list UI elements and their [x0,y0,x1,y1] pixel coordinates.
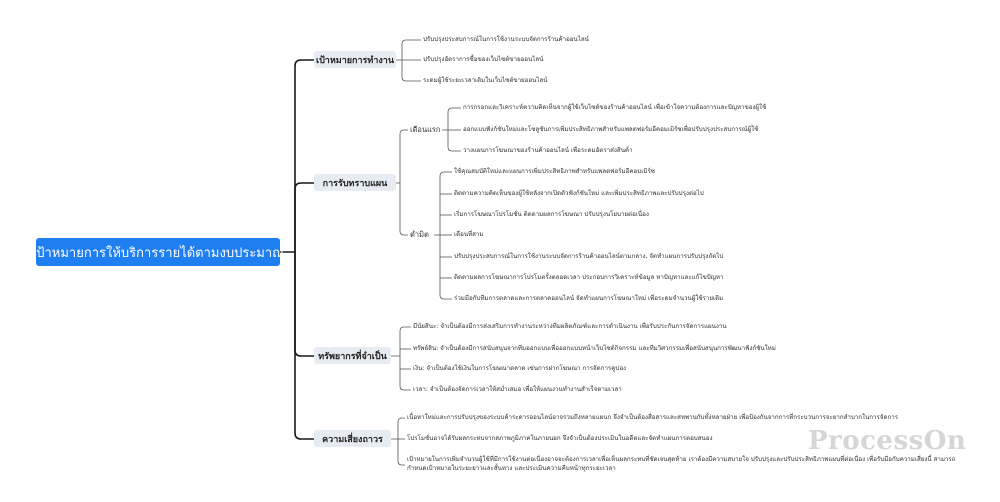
link-root-to-resources [294,252,314,357]
leaf-risk-2[interactable]: โปรโมชั่นอาจได้รับผลกระทบจากสภาพภูมิภาคใ… [407,435,713,442]
leaf-resource-1[interactable]: มีนัยสินะ: จำเป็นต้องมีการส่งเสริมการทำง… [413,323,727,330]
sub-first-month[interactable]: เดือนแรก [410,125,441,134]
leaf-later-7[interactable]: ร่วมมือกับทีมการตลาดและการตลาดออนไลน์ จั… [454,295,724,302]
link-root-to-risks [294,252,314,440]
branch-resources[interactable]: ทรัพยากรที่จำเป็น [314,347,391,364]
branch-work-goals[interactable]: เป้าหมายการทำงาน [314,51,396,68]
link-root-to-plan [294,182,314,252]
leaf-resource-3[interactable]: เงิน: จำเป็นต้องใช้เงินในการโฆษณาตลาด เช… [413,365,627,372]
leaf-later-2[interactable]: ติดตามความคิดเห็นของผู้ใช้หลังจากเปิดตัว… [454,190,704,197]
leaf-first-month-3[interactable]: วางแผนการโฆษณาของร้านค้าออนไลน์ เพื่อระด… [463,147,633,154]
leaf-later-6[interactable]: ติดตามผลการโฆษณาการโปรโมตรั้งตลอดเวลา ปร… [454,274,724,281]
branch-plan[interactable]: การรับทราบแผน [314,174,396,191]
leaf-resource-2[interactable]: ทรัพย์สิน: จำเป็นต้องมีการสนับสนุนจากทีม… [413,345,776,352]
leaf-later-3[interactable]: เริ่มการโฆษณาโปรโมชั่น ติดตามผลการโฆษณา … [454,211,649,218]
leaf-later-1[interactable]: ใช้คุณสมบัติใหม่และแผนการเพิ่มประสิทธิภา… [454,168,656,175]
sub-later[interactable]: ต่ำมิต [410,230,429,239]
leaf-resource-4[interactable]: เวลา: จำเป็นต้องจัดการเวลาให้สม่ำเสมอ เพ… [413,386,622,393]
leaf-first-month-2[interactable]: ออกแบบฟังก์ชันใหม่และโซลูชันการเพิ่มประส… [463,126,759,133]
leaf-goal-2[interactable]: ปรับปรุงอัตราการซื้อของเว็บไซต์ขายออนไลน… [423,56,544,63]
leaf-risk-1[interactable]: เนื้อหาใหม่และการปรับปรุงของระบบค้าระดาร… [407,414,899,421]
leaf-goal-1[interactable]: ปรับปรุงประสบการณ์ในการใช้งานระบบจัดการร… [423,36,589,43]
branch-risks[interactable]: ความเสี่ยงถาวร [314,430,391,447]
leaf-goal-3[interactable]: ระดมผู้ใช้ระยะเวลาเดิมในเว็บไซต์ขายออนไล… [423,77,548,84]
processon-watermark: ProcessOn [808,426,967,456]
leaf-risk-3[interactable]: เป้าหมายในการเพิ่มจำนวนผู้ใช้ที่มีการใช้… [407,456,956,472]
leaf-later-4[interactable]: เดือนที่สาม [454,231,484,238]
leaf-later-5[interactable]: ปรับปรุงประสบการณ์ในการใช้งานระบบจัดการร… [454,253,724,260]
root-topic[interactable]: เป้าหมายการให้บริการรายได้ตามงบประมาณ [32,238,284,266]
link-root-to-goals [280,59,314,253]
leaf-first-month-1[interactable]: การกรอกและวิเคราะห์ความคิดเห็นจากผู้ใช้เ… [463,104,767,111]
